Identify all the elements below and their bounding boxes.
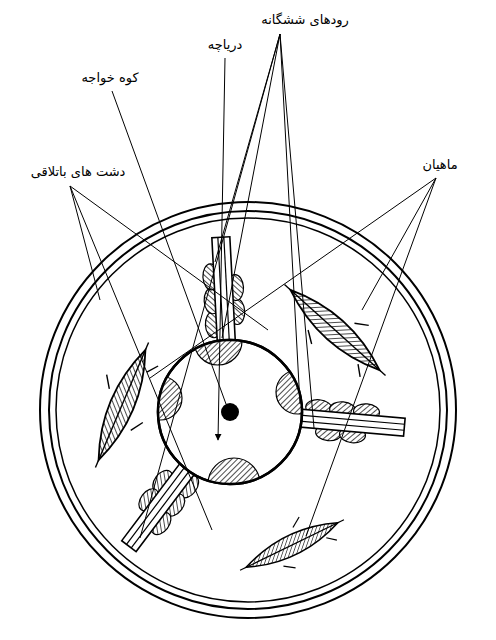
callout-label: رودهای ششگانه <box>261 12 349 28</box>
fishes <box>71 265 402 590</box>
callout-label: کوه خواجه <box>81 70 138 86</box>
callout-label: دشت های باتلاقی <box>31 164 126 180</box>
callout-label: دریاچه <box>208 37 243 53</box>
leader-lines <box>70 34 436 538</box>
callout-label: ماهیان <box>422 157 457 173</box>
central-lake <box>138 317 320 510</box>
